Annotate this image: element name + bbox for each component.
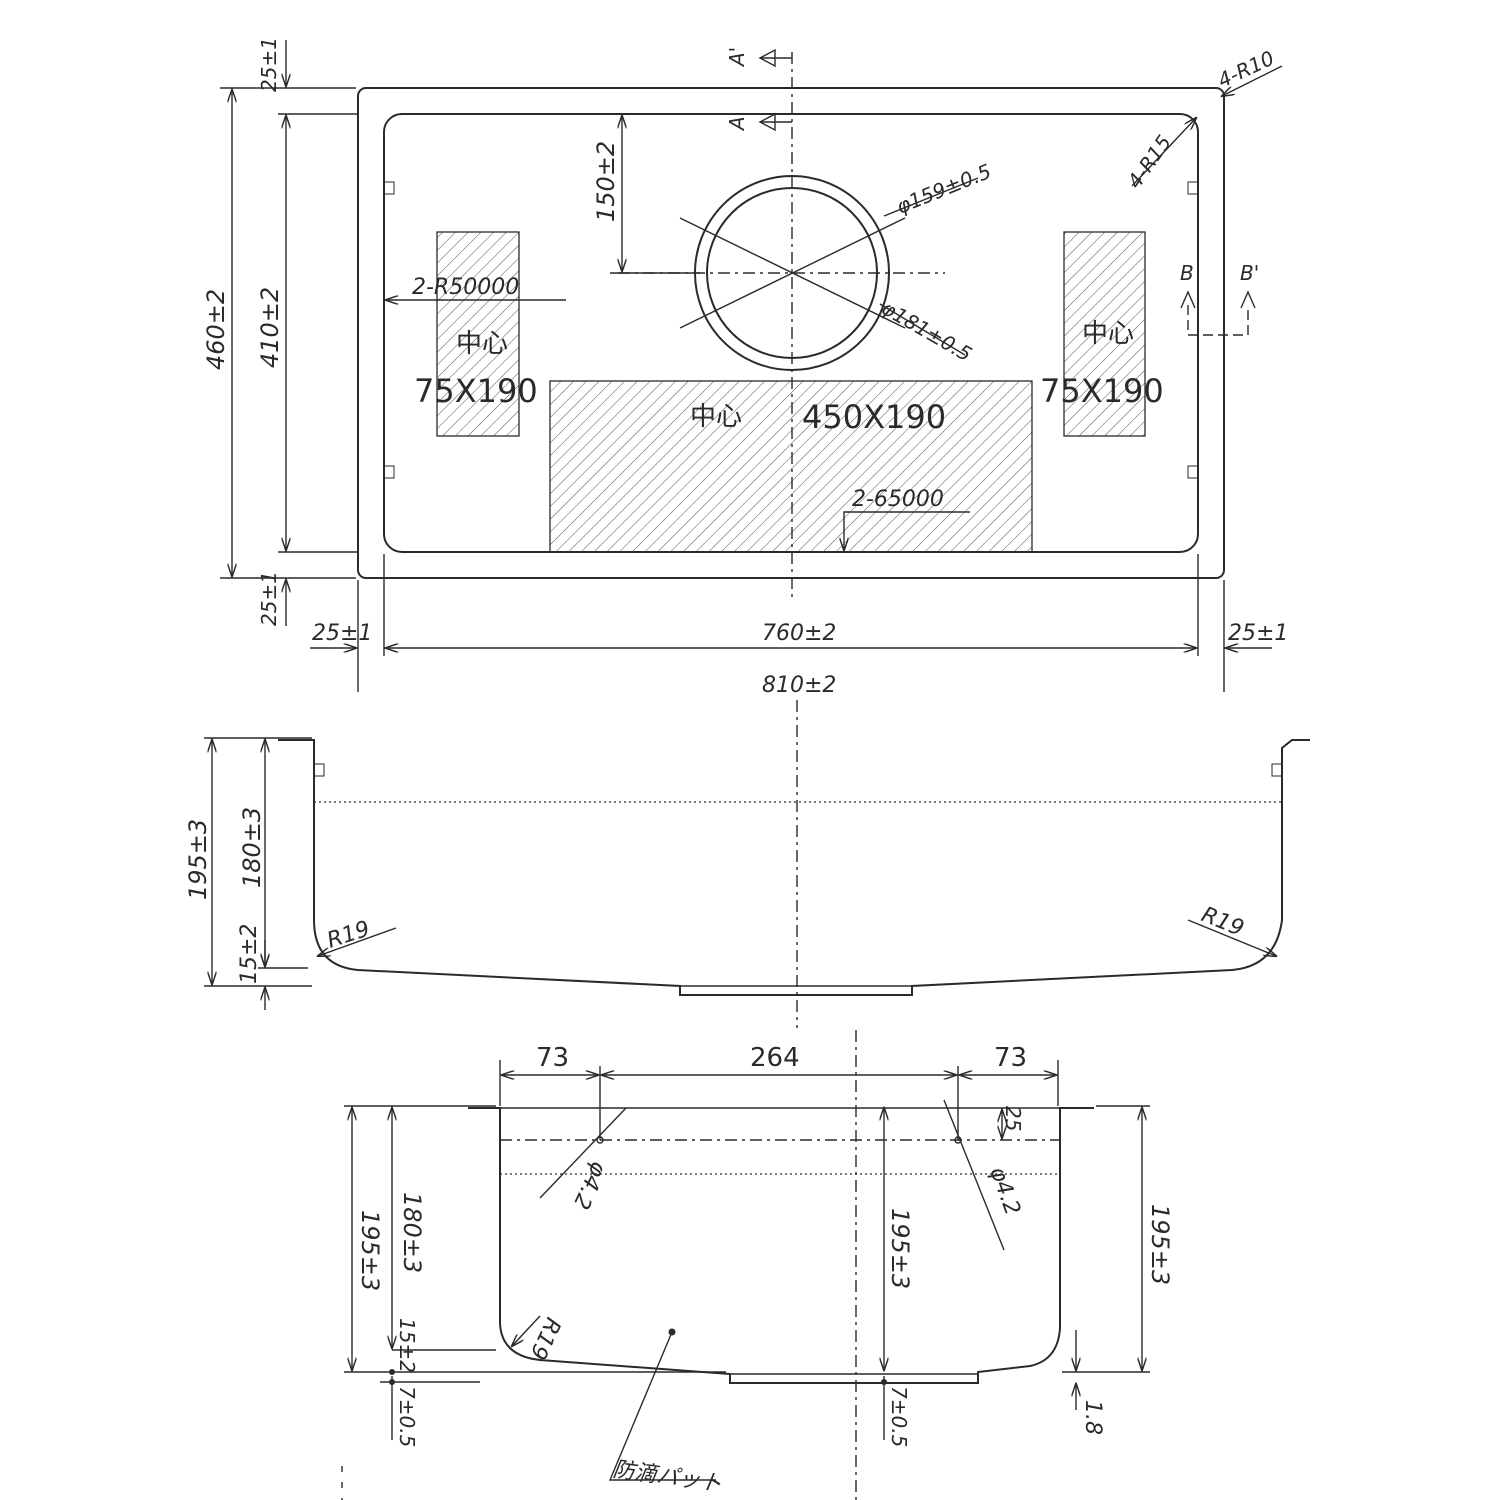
side-r19-leader [512,1315,541,1346]
front-r19-right-leader [1187,919,1276,956]
pad-leader [608,1331,716,1481]
corner-outer-label: 4-R10 [1214,46,1278,93]
section-b-prime-label: B' [1240,261,1259,285]
side-dim-thickness: 1.8 [1080,1400,1105,1435]
corner-outer-leader [1222,65,1283,96]
front-bowl-profile [278,739,1310,996]
side-dim-slope-left: 15±2 [395,1318,419,1373]
corner-inner-label: 4-R15 [1122,131,1176,193]
corner-inner-leader [1131,118,1196,187]
drain-outer-dia-label: φ181±0.5 [878,296,977,367]
dim-left-margin: 25±1 [312,621,372,646]
dim-right-margin: 25±1 [1228,621,1288,646]
pad-left-center-label: 中心 [456,329,508,359]
front-dim-slope: 15±2 [237,924,262,984]
side-dim-base-center: 7±0.5 [887,1386,911,1447]
dim-outer-width: 810±2 [762,673,836,698]
section-b-label: B [1180,261,1194,285]
radius-note-2: 2-65000 [852,487,944,512]
side-pad-label: 防滴パット [611,1457,723,1497]
side-bowl-profile [468,1107,1094,1384]
front-radius-right: R19 [1198,902,1247,941]
drain-diagonal [679,217,906,329]
radius-note: 2-R50000 [412,275,519,300]
drain-inner-leader [883,177,979,217]
pad-right [1063,231,1146,437]
side-hole-left-label: φ4.2 [568,1157,612,1212]
pad-center [549,380,1033,553]
hole-left-leader [539,1107,627,1199]
section-b-arrows [1180,290,1256,309]
section-a-upper-label: A' [725,47,749,68]
clip-mark [384,181,1198,479]
hole-right [954,1136,962,1144]
front-radius-left: R19 [324,917,373,954]
dim-outer-height: 460±2 [202,289,230,370]
pad-center-center-label: 中心 [690,402,742,432]
side-radius-label: R19 [524,1313,565,1363]
pad-right-center-label: 中心 [1082,319,1134,349]
radius-note-2-leader [844,511,970,550]
front-clip-mark [314,763,1282,777]
drain-outer-leader [879,303,966,356]
hole-right-leader [943,1099,1005,1251]
side-dim-depth-right: 195±3 [1146,1204,1174,1285]
dim-bottom-margin: 25±1 [257,571,281,626]
sink-outer-rim [357,87,1225,579]
side-section: 73 264 73 φ4.2 φ4.2 25 R19 防滴パット [341,1030,1174,1500]
dim-top-margin: 25±1 [257,37,281,92]
side-dim-hole-offset: 25 [1001,1106,1025,1131]
side-dim-73-right: 73 [994,1043,1027,1073]
dim-drain-offset: 150±2 [592,141,620,222]
pad-right-size: 75X190 [1040,372,1164,410]
front-dim-total-depth: 195±3 [184,819,212,900]
side-dim-264: 264 [750,1043,800,1073]
side-dim-depth-center: 195±3 [886,1208,914,1289]
side-dim-base-left: 7±0.5 [395,1386,419,1447]
section-a-arrows [758,48,776,132]
hole-left [596,1136,604,1144]
side-hole-right-label: φ4.2 [984,1164,1024,1219]
front-dim-bowl-depth: 180±3 [238,807,266,888]
pad-left [436,231,520,437]
front-section: R19 R19 195±3 180±3 15±2 [184,737,1310,1010]
dim-inner-height: 410±2 [256,287,284,368]
front-r19-left-leader [318,927,397,956]
section-b-line [1187,305,1249,336]
pad-left-size: 75X190 [414,372,538,410]
side-dim-73-left: 73 [536,1043,569,1073]
top-view: A' A B B' 4-R10 4-R15 φ159±0.5 φ181±0.5 … [202,37,1288,698]
dim-inner-width: 760±2 [762,621,836,646]
pad-center-size: 450X190 [802,398,946,436]
section-a-lower-label: A [725,116,749,132]
side-dim-depth-left: 195±3 [356,1210,384,1291]
side-dim-inner-depth-left: 180±3 [398,1192,426,1273]
drain-inner-dia-label: φ159±0.5 [893,159,995,219]
